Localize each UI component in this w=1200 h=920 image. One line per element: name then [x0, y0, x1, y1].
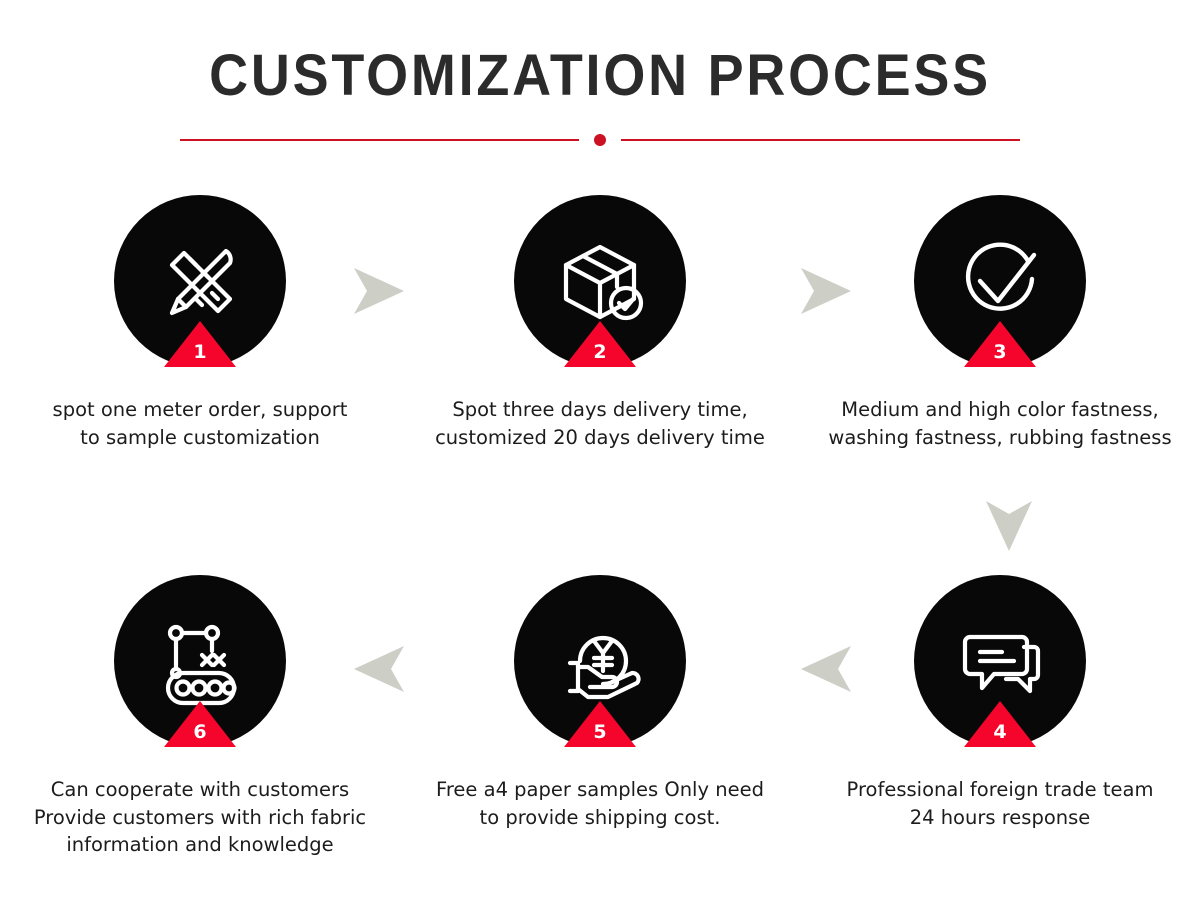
title-divider	[180, 131, 1020, 149]
step-6-number: 6	[193, 721, 207, 743]
step-2-icon-disc	[514, 195, 686, 367]
process-row-bottom: 6 Can cooperate with customers Provide c…	[0, 575, 1200, 859]
hand-yen-coin-icon	[567, 635, 641, 700]
pencil-ruler-icon	[169, 248, 233, 316]
divider-dot	[594, 133, 606, 146]
arrow-step2-to-step3	[795, 262, 857, 320]
page-title: CUSTOMIZATION PROCESS	[209, 43, 991, 108]
process-step-5[interactable]: 5 Free a4 paper samples Only need to pro…	[400, 575, 800, 859]
step-4-number: 4	[993, 721, 1007, 743]
arrow-right-icon	[801, 268, 851, 314]
arrow-left-icon	[354, 646, 404, 692]
step-1-number: 1	[193, 341, 207, 363]
page-header: CUSTOMIZATION PROCESS	[0, 0, 1200, 149]
step-4-circle: 4	[914, 575, 1086, 747]
box-check-icon	[563, 244, 644, 321]
step-1-circle: 1	[114, 195, 286, 367]
process-step-3[interactable]: 3 Medium and high color fastness, washin…	[800, 195, 1200, 451]
conveyor-belt-icon	[165, 624, 237, 706]
step-3-number: 3	[993, 341, 1007, 363]
arrow-step4-to-step5	[795, 640, 857, 698]
step-3-circle: 3	[914, 195, 1086, 367]
process-step-4[interactable]: 4 Professional foreign trade team 24 hou…	[800, 575, 1200, 859]
step-5-caption: Free a4 paper samples Only need to provi…	[436, 778, 764, 829]
arrow-step3-to-step4	[980, 495, 1038, 557]
process-step-6[interactable]: 6 Can cooperate with customers Provide c…	[0, 575, 400, 859]
step-2-circle: 2	[514, 195, 686, 367]
arrow-step1-to-step2	[348, 262, 410, 320]
check-circle-icon	[965, 242, 1037, 311]
arrow-down-icon	[986, 501, 1032, 551]
step-2-caption: Spot three days delivery time, customize…	[435, 398, 765, 449]
process-step-2[interactable]: 2 Spot three days delivery time, customi…	[400, 195, 800, 451]
arrow-step5-to-step6	[348, 640, 410, 698]
step-6-circle: 6	[114, 575, 286, 747]
step-5-number: 5	[593, 721, 607, 743]
process-row-top: 1 spot one meter order, support to sampl…	[0, 195, 1200, 451]
step-3-caption: Medium and high color fastness, washing …	[828, 398, 1172, 449]
arrow-left-icon	[801, 646, 851, 692]
step-5-circle: 5	[514, 575, 686, 747]
arrow-right-icon	[354, 268, 404, 314]
step-2-number: 2	[593, 341, 607, 363]
step-6-caption: Can cooperate with customers Provide cus…	[33, 778, 367, 857]
step-4-caption: Professional foreign trade team 24 hours…	[846, 778, 1154, 829]
process-step-1[interactable]: 1 spot one meter order, support to sampl…	[0, 195, 400, 451]
step-1-caption: spot one meter order, support to sample …	[52, 398, 348, 449]
chat-bubbles-icon	[962, 634, 1041, 694]
